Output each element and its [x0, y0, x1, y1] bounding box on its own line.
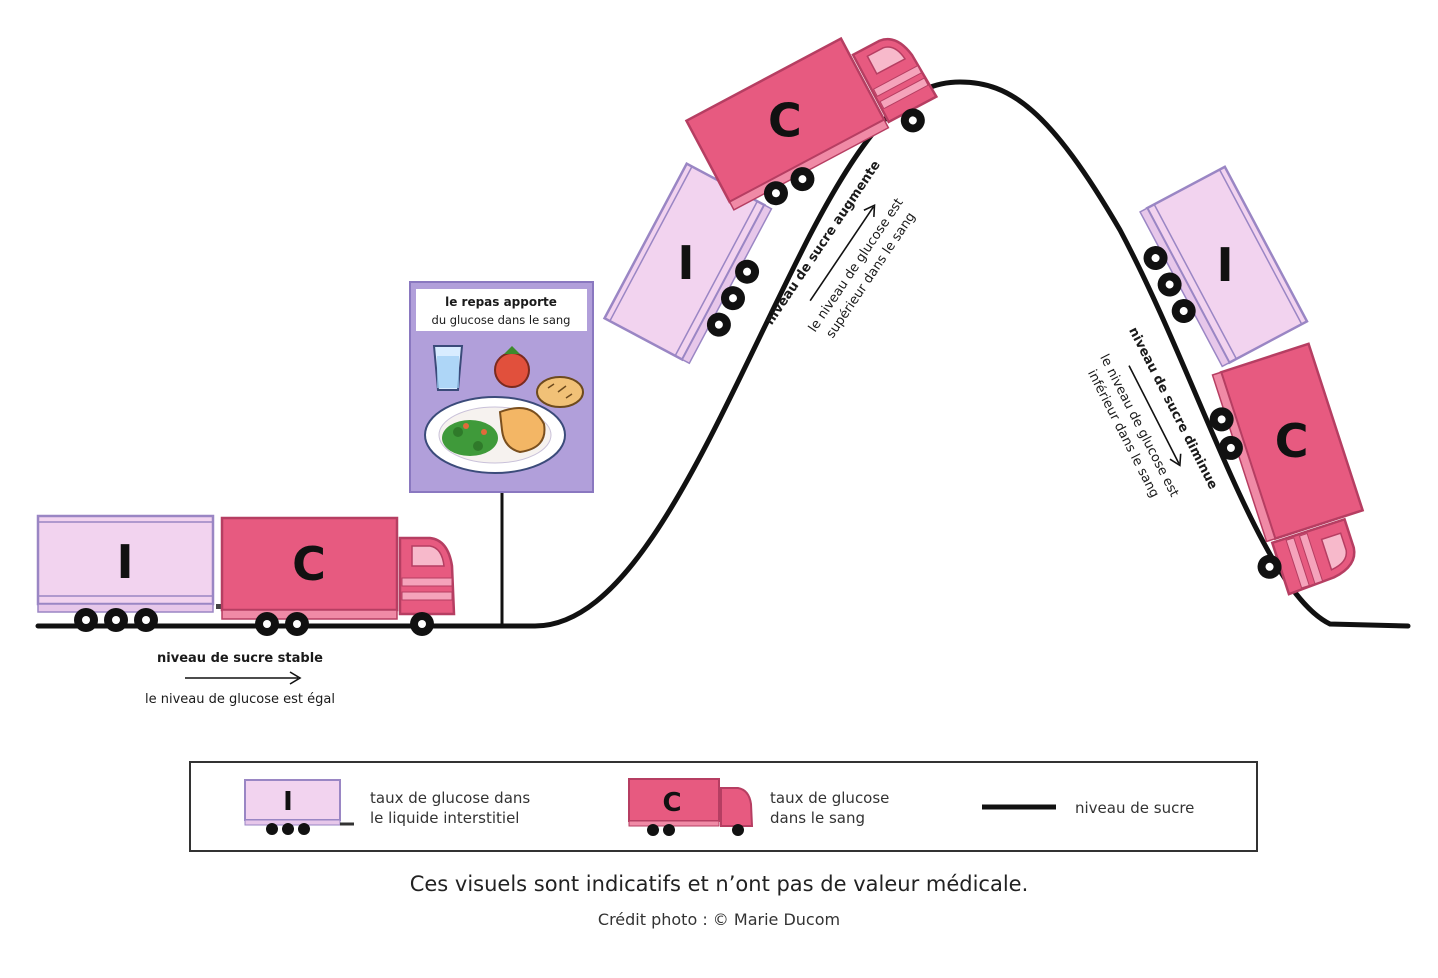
tomato-icon — [494, 346, 530, 388]
rise-blood-truck: C — [685, 10, 948, 227]
rise-interstitial-trailer: I — [603, 162, 791, 374]
stable-arrow — [185, 671, 302, 685]
legend-interstitial-letter: I — [283, 787, 293, 817]
water-glass-icon — [432, 345, 464, 391]
legend-blood-line1: taux de glucose — [770, 789, 889, 807]
legend-interstitial-line1: taux de glucose dans — [370, 789, 530, 807]
stable-subtitle: le niveau de glucose est égal — [145, 692, 335, 707]
meal-sign-line1: le repas apporte — [445, 295, 557, 309]
meal-sign: le repas apporte du glucose dans le sang — [409, 281, 594, 626]
rise-labels: niveau de sucre augmente le niveau de gl… — [762, 158, 918, 341]
fall-blood-truck: C — [1195, 342, 1382, 603]
photo-credit: Crédit photo : © Marie Ducom — [597, 910, 841, 929]
rise-blood-letter: C — [768, 94, 802, 148]
fall-interstitial-letter: I — [1216, 238, 1233, 292]
legend-interstitial-icon: I — [244, 779, 354, 835]
legend-interstitial-line2: le liquide interstitiel — [370, 809, 519, 827]
fall-interstitial-trailer: I — [1121, 165, 1309, 378]
sugar-level-curve — [35, 79, 1411, 629]
stable-title: niveau de sucre stable — [157, 651, 323, 666]
disclaimer-text: Ces visuels sont indicatifs et n’ont pas… — [409, 872, 1029, 896]
stable-interstitial-letter: I — [116, 535, 133, 589]
stable-blood-truck: C — [220, 516, 456, 638]
fall-blood-letter: C — [1275, 414, 1309, 468]
legend-blood-line2: dans le sang — [770, 809, 865, 827]
bread-icon — [536, 376, 584, 408]
rise-interstitial-letter: I — [677, 236, 694, 290]
legend: I taux de glucose dans le liquide inters… — [189, 761, 1258, 852]
legend-blood-icon: C — [628, 778, 754, 836]
meal-sign-line2: du glucose dans le sang — [432, 313, 571, 327]
legend-curve-label: niveau de sucre — [1075, 799, 1194, 817]
plate-meal-icon — [424, 396, 566, 474]
stable-blood-letter: C — [292, 537, 326, 591]
legend-blood-letter: C — [662, 788, 681, 818]
fall-labels: niveau de sucre diminue le niveau de glu… — [1084, 325, 1220, 500]
